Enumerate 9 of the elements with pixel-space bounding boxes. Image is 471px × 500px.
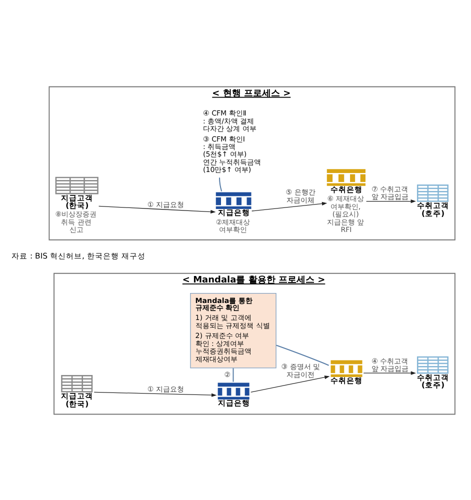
connector [232,368,234,382]
connector [276,344,329,366]
arrow [366,198,416,203]
arrow [94,391,217,396]
arrow [98,205,216,214]
connector [218,177,222,191]
arrow [250,375,330,392]
arrow [252,201,328,211]
arrow [363,370,416,374]
